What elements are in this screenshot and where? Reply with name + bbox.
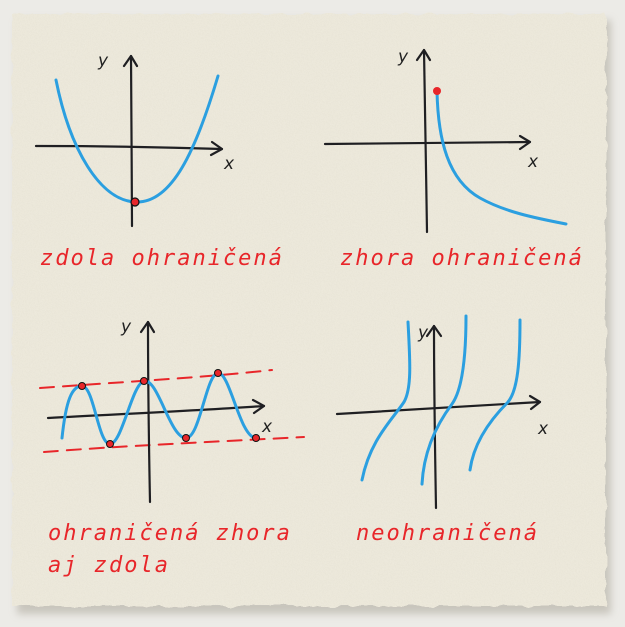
panel-label: zdola ohraničená xyxy=(40,246,284,271)
x-axis-letter: x xyxy=(223,154,235,174)
tangent-branch-3 xyxy=(468,318,522,472)
x-axis-letter: x xyxy=(261,417,273,437)
panel-top-right: y x zhora ohraničená xyxy=(323,47,584,271)
y-axis-arrowhead xyxy=(139,320,156,334)
paper-sheet xyxy=(12,14,606,606)
panel-label: zhora ohraničená xyxy=(340,246,584,271)
minimum-point xyxy=(130,197,140,207)
lower-touch-point xyxy=(252,434,260,442)
panel-label-line1: ohraničená zhora xyxy=(48,521,292,546)
upper-touch-point xyxy=(214,369,222,377)
y-axis-arrowhead xyxy=(415,48,432,62)
maximum-point xyxy=(433,87,441,95)
panel-bottom-right: y x neohraničená xyxy=(335,314,549,546)
x-axis xyxy=(335,400,542,416)
x-axis xyxy=(34,144,224,151)
y-axis-letter: y xyxy=(397,47,409,67)
y-axis-letter: y xyxy=(120,317,132,337)
y-axis xyxy=(146,320,152,504)
panel-label-line2: aj zdola xyxy=(48,553,170,578)
x-axis-letter: x xyxy=(527,152,539,172)
upper-touch-point xyxy=(78,382,86,390)
y-axis-arrowhead xyxy=(425,324,443,338)
y-axis-letter: y xyxy=(417,323,429,343)
decreasing-curve xyxy=(435,89,568,226)
x-axis-arrowhead xyxy=(209,140,224,157)
y-axis xyxy=(129,54,134,228)
lower-touch-point xyxy=(106,440,114,448)
x-axis-arrowhead xyxy=(528,394,542,411)
lower-bound-line xyxy=(43,436,305,453)
panel-top-left: y x zdola ohraničená xyxy=(34,51,284,271)
y-axis-arrowhead xyxy=(122,54,139,68)
x-axis-letter: x xyxy=(537,419,549,439)
tangent-branch-1 xyxy=(360,320,412,482)
lower-touch-point xyxy=(182,434,190,442)
y-axis-letter: y xyxy=(97,51,109,71)
y-axis xyxy=(432,324,438,510)
panel-label: neohraničená xyxy=(356,521,539,546)
y-axis xyxy=(422,48,429,234)
upper-touch-point xyxy=(140,377,148,385)
upper-bound-line xyxy=(39,369,273,389)
tangent-branch-2 xyxy=(420,314,468,486)
panel-bottom-left: y x ohraničená zhora aj zdola xyxy=(39,317,305,578)
x-axis-arrowhead xyxy=(518,134,532,151)
x-axis-arrowhead xyxy=(251,398,266,415)
